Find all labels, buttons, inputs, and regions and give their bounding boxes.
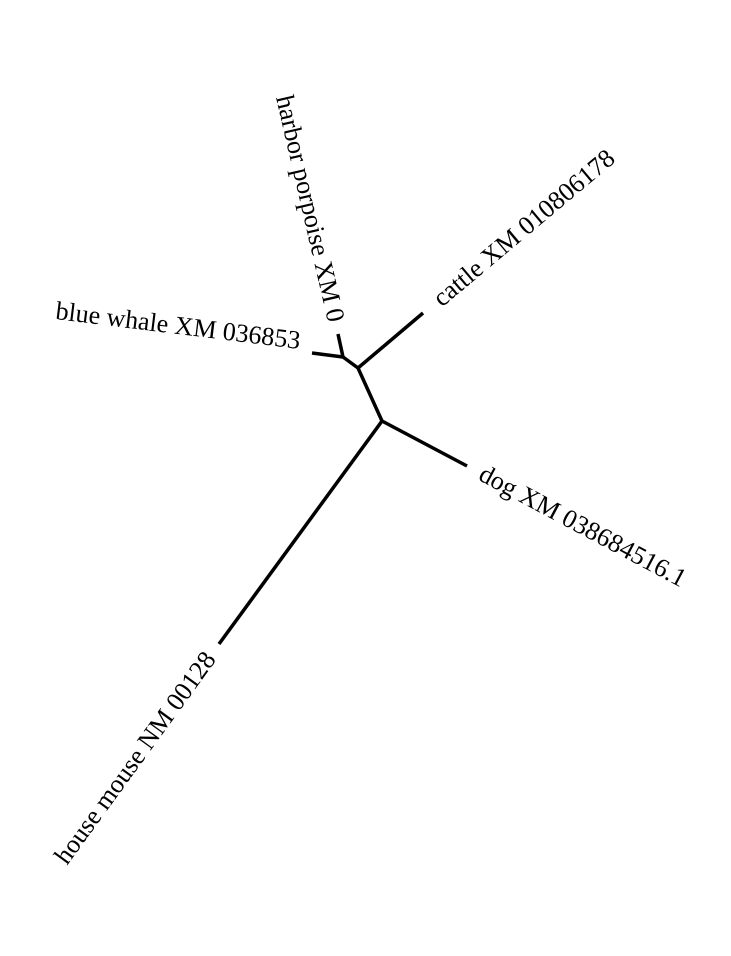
tip-label-house-mouse: house mouse NM 00128 <box>48 646 221 869</box>
branch-internal <box>356 367 384 422</box>
branch-dog <box>381 419 468 468</box>
branch-house-mouse <box>217 419 384 646</box>
branch-harbor-porpoise <box>336 333 345 358</box>
tip-labels: harbor porpoise XM 0 cattle XM 010806178… <box>48 92 691 869</box>
branch-blue-whale <box>311 351 344 359</box>
tree-branches <box>217 311 468 646</box>
branch-whale-clade <box>341 355 360 370</box>
tip-label-dog: dog XM 038684516.1 <box>474 459 691 593</box>
tip-label-blue-whale: blue whale XM 036853 <box>54 296 302 355</box>
tip-label-harbor-porpoise: harbor porpoise XM 0 <box>270 92 350 324</box>
branch-cattle <box>356 311 425 370</box>
tip-label-cattle: cattle XM 010806178 <box>427 143 620 312</box>
